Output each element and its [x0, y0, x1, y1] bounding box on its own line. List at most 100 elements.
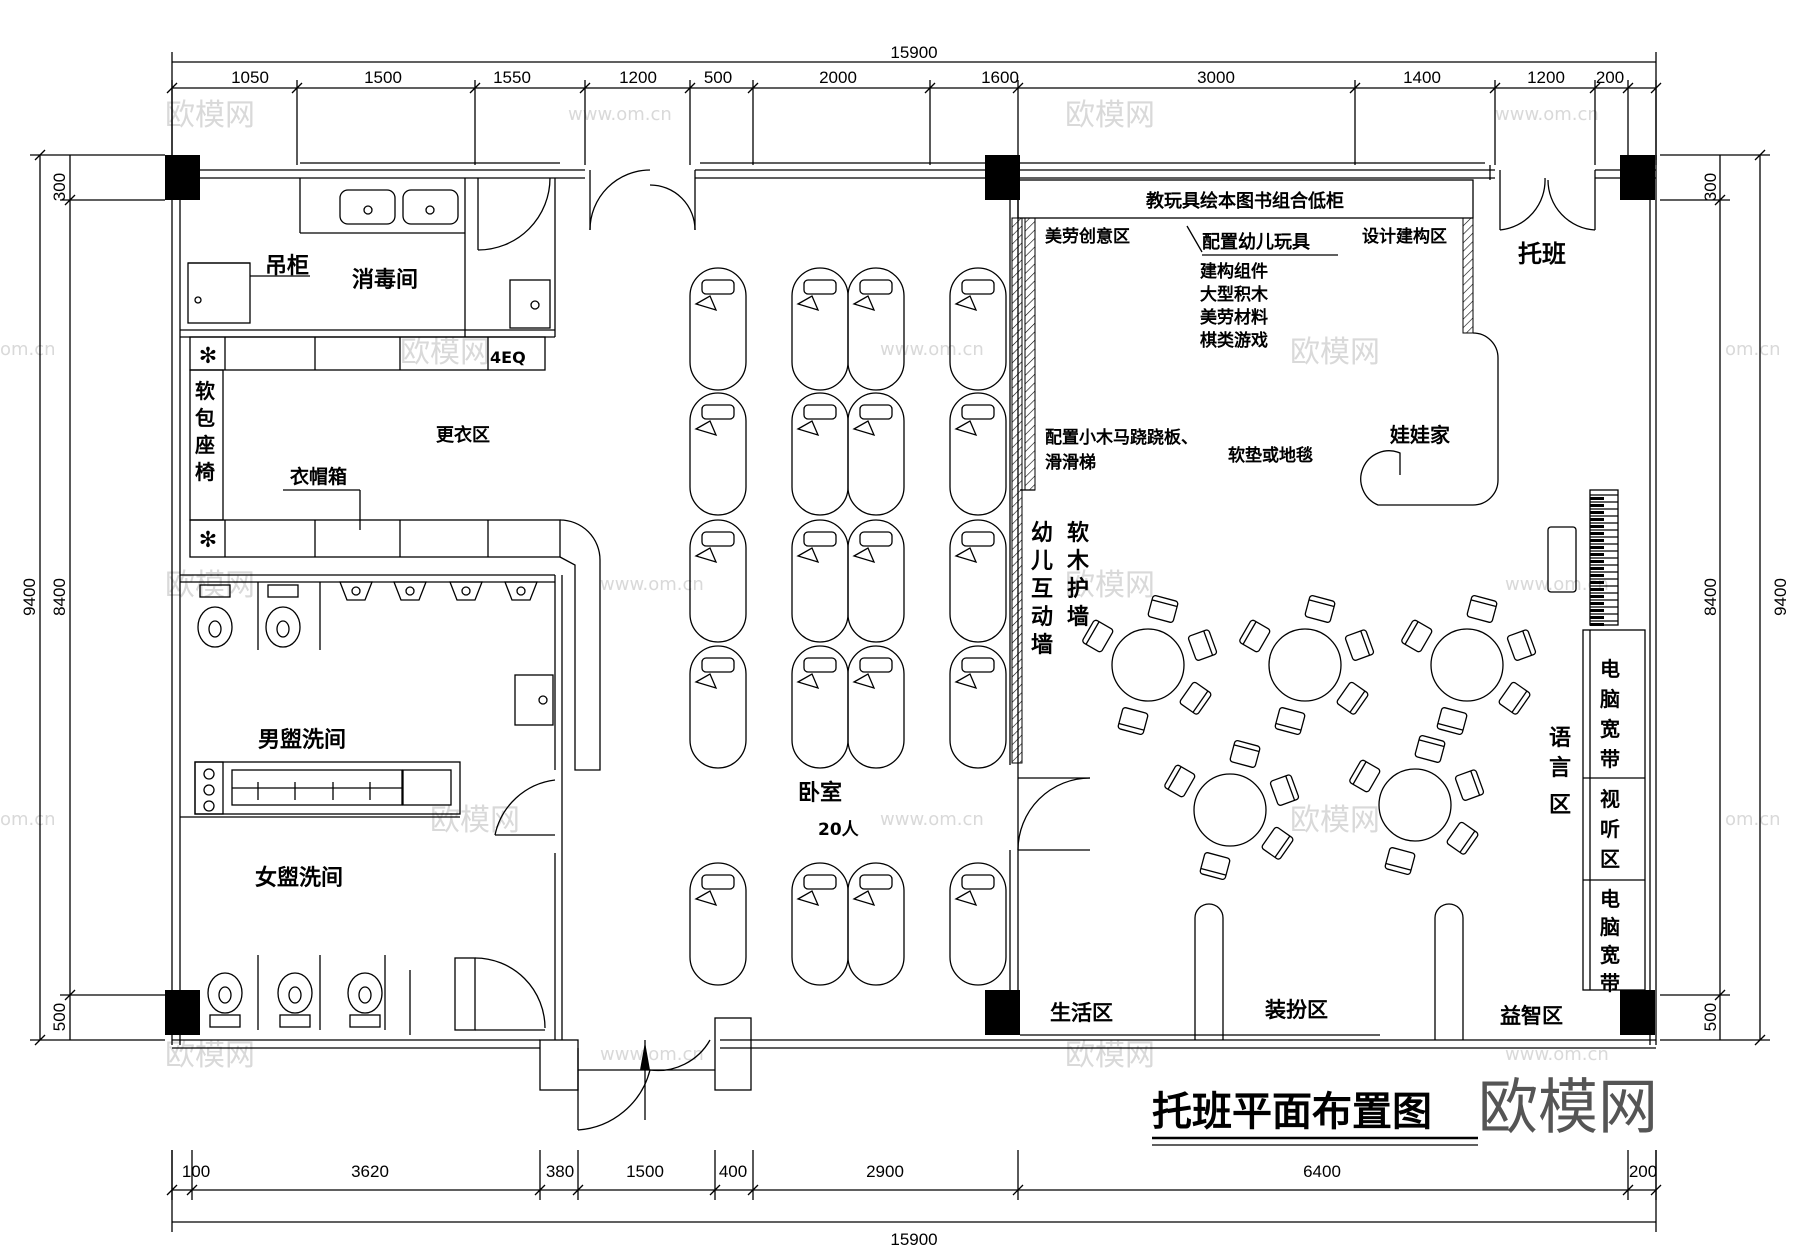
bottom-zones: 生活区 装扮区 益智区: [1050, 903, 1563, 1040]
chair: [1269, 774, 1300, 806]
watermark-text: 欧模网: [1065, 568, 1155, 603]
bed: [847, 267, 905, 391]
bed: [847, 645, 905, 769]
round-table: [1082, 595, 1218, 735]
bottom-dimension-label: 100: [182, 1162, 210, 1181]
column: [985, 155, 1020, 200]
art-zone-label: 美劳创意区: [1045, 226, 1130, 247]
watermark-layer: 欧模网 www.om.cn 欧模网 www.om.cn om.cn 欧模网 ww…: [0, 98, 1781, 1073]
av-zone-3: 区: [1600, 847, 1620, 871]
left-top-offset: 300: [50, 173, 69, 201]
disinfection-room: 吊柜 消毒间: [180, 177, 556, 338]
bed: [949, 862, 1007, 986]
chair: [1179, 681, 1212, 715]
doll-house-label: 娃娃家: [1389, 423, 1451, 447]
snowflake-icon: ✻: [199, 344, 217, 369]
plan-title: 托班平面布置图: [1152, 1089, 1432, 1135]
watermark-url: om.cn: [0, 339, 56, 360]
chair: [1336, 681, 1369, 715]
watermark-url: www.om.cn: [600, 574, 704, 595]
wall-labels: 幼 儿 互 动 墙 软 木 护 墙: [1030, 520, 1090, 658]
left-outer-height: 9400: [20, 578, 39, 616]
bottom-dimension-label: 380: [546, 1162, 574, 1181]
interact-wall-2: 儿: [1030, 549, 1053, 574]
watermark-url: om.cn: [1725, 339, 1781, 360]
bed: [791, 392, 849, 516]
toy-item-2: 大型积木: [1200, 284, 1269, 305]
bottom-dimension-ticks: [166, 1150, 1662, 1200]
chair: [1446, 821, 1479, 855]
soft-bench-label-2: 包: [195, 406, 215, 430]
watermark-text: 欧模网: [1065, 98, 1155, 133]
table-group: [1082, 595, 1537, 880]
equipment-note-2: 滑滑梯: [1045, 452, 1096, 473]
right-dimensions: 8400 9400 300 500: [1660, 149, 1790, 1046]
chair: [1498, 681, 1531, 715]
interact-wall-5: 墙: [1031, 633, 1053, 658]
soft-bench-label-3: 座: [195, 433, 215, 457]
chair: [1454, 769, 1485, 801]
left-bottom-offset: 500: [50, 1003, 69, 1031]
hanging-cabinet-label: 吊柜: [265, 253, 309, 279]
girls-washroom: 女盥洗间: [207, 770, 563, 1040]
watermark-text: 欧模网: [1065, 1038, 1155, 1073]
chair: [1436, 707, 1468, 735]
watermark-url: www.om.cn: [568, 104, 672, 125]
round-table: [1164, 740, 1300, 880]
top-dimension-label: 500: [704, 68, 732, 87]
language-zone-2: 言: [1549, 755, 1571, 781]
bottom-dimension-label: 200: [1629, 1162, 1657, 1181]
bottom-dimension-label: 1500: [626, 1162, 664, 1181]
column: [165, 155, 200, 200]
drawing-title: 托班平面布置图 欧模网: [1152, 1073, 1658, 1146]
watermark-text: 欧模网: [165, 1038, 255, 1073]
top-dimension-label: 2000: [819, 68, 857, 87]
watermark-text: 欧模网: [400, 335, 490, 370]
column: [1620, 990, 1655, 1035]
round-table: [1401, 595, 1537, 735]
bed: [949, 392, 1007, 516]
bottom-entry: [539, 1017, 752, 1131]
computer-zone-b-4: 带: [1600, 971, 1620, 995]
bed: [689, 267, 747, 391]
soft-wall-3: 护: [1067, 577, 1089, 602]
piano-keys: [1590, 494, 1618, 626]
bed: [949, 645, 1007, 769]
round-table: [1349, 735, 1485, 875]
bed: [689, 392, 747, 516]
snowflake-icon: ✻: [199, 528, 217, 553]
top-dimension-label: 1050: [231, 68, 269, 87]
chair: [1274, 707, 1306, 735]
right-bottom-offset: 500: [1701, 1003, 1720, 1031]
top-dimension-label: 200: [1596, 68, 1624, 87]
bed: [949, 267, 1007, 391]
chair: [1349, 759, 1381, 793]
toy-item-1: 建构组件: [1200, 261, 1268, 282]
bottom-dimension-label: 6400: [1303, 1162, 1341, 1181]
watermark-text: 欧模网: [1290, 803, 1380, 838]
computer-zone-b-1: 电: [1600, 887, 1620, 911]
puzzle-zone-label: 益智区: [1500, 1004, 1563, 1028]
computer-zone-3: 宽: [1600, 717, 1620, 741]
computer-zone-4: 带: [1600, 747, 1620, 771]
chair: [1199, 852, 1231, 880]
toy-item-4: 棋类游戏: [1200, 330, 1268, 351]
computer-zone-b-2: 脑: [1600, 915, 1620, 939]
top-dimension-ticks: [166, 80, 1662, 165]
bed: [791, 267, 849, 391]
top-dimension-label: 3000: [1197, 68, 1235, 87]
computer-zone-1: 电: [1600, 657, 1620, 681]
right-top-offset: 300: [1701, 173, 1720, 201]
dressup-zone-label: 装扮区: [1265, 998, 1328, 1022]
bed: [847, 519, 905, 643]
logo-watermark: 欧模网: [1478, 1073, 1658, 1143]
coat-box-label: 衣帽箱: [290, 465, 347, 488]
bed: [689, 519, 747, 643]
language-zone-1: 语: [1549, 726, 1571, 751]
watermark-text: 欧模网: [165, 98, 255, 133]
top-dimension-label: 1400: [1403, 68, 1441, 87]
